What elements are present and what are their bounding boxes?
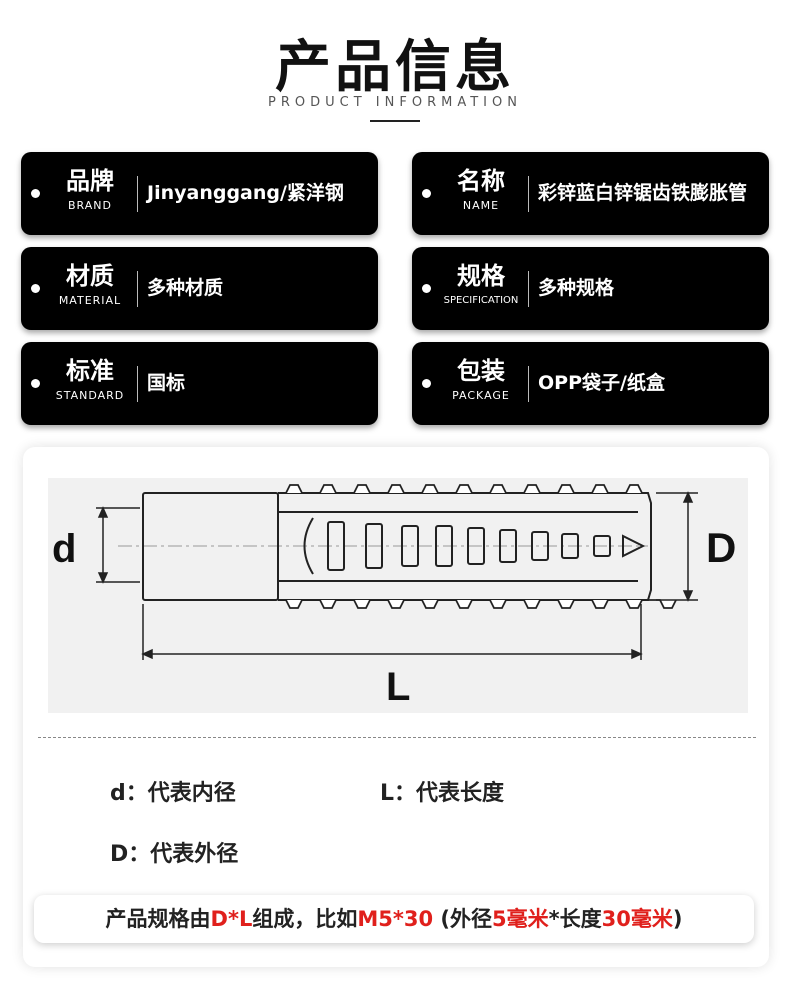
page-subtitle: PRODUCT INFORMATION <box>268 95 522 110</box>
bullet-dot-icon <box>31 379 40 388</box>
name-card: 名称 NAME 彩锌蓝白锌锯齿铁膨胀管 <box>412 152 769 235</box>
note-text: *长度 <box>548 907 602 931</box>
card-divider <box>528 366 529 402</box>
card-divider <box>137 271 138 307</box>
spec-note: 产品规格由D*L组成，比如M5*30 (外径5毫米*长度30毫米) <box>34 895 754 943</box>
title-underline <box>370 120 420 122</box>
card-value: 彩锌蓝白锌锯齿铁膨胀管 <box>538 182 748 204</box>
D-label: D <box>706 524 736 571</box>
page-title: 产品信息 <box>275 35 515 100</box>
card-divider <box>528 176 529 212</box>
card-label-cn: 标准 <box>66 357 114 385</box>
L-label: L <box>386 665 410 709</box>
legend-d: d：代表内径 <box>110 781 236 806</box>
diagram-background <box>48 478 748 713</box>
card-label-en: MATERIAL <box>58 294 122 307</box>
bullet-dot-icon <box>31 189 40 198</box>
card-label-cn: 规格 <box>457 262 505 290</box>
card-value: OPP袋子/纸盒 <box>538 372 665 394</box>
package-card: 包装 PACKAGE OPP袋子/纸盒 <box>412 342 769 425</box>
bullet-dot-icon <box>422 189 431 198</box>
material-card: 材质 MATERIAL 多种材质 <box>21 247 378 330</box>
card-value: 国标 <box>147 372 186 394</box>
brand-card: 品牌 BRAND Jinyanggang/紧洋钢 <box>21 152 378 235</box>
D-dimension <box>656 491 698 602</box>
anchor-slots <box>327 521 646 571</box>
bullet-dot-icon <box>31 284 40 293</box>
note-text: ) <box>672 907 683 931</box>
card-label-en: STANDARD <box>55 389 125 402</box>
card-label-en: SPECIFICATION <box>443 295 519 306</box>
note-text: (外径 <box>433 907 492 931</box>
standard-card: 标准 STANDARD 国标 <box>21 342 378 425</box>
card-label-en: NAME <box>462 199 500 212</box>
card-value: 多种规格 <box>538 277 615 299</box>
d-dimension <box>96 506 140 584</box>
note-highlight: M5*30 <box>357 907 434 931</box>
card-label-cn: 包装 <box>457 357 505 385</box>
d-label: d <box>52 527 76 571</box>
anchor-dimension-diagram: d D L <box>48 478 748 713</box>
L-dimension <box>141 604 643 660</box>
card-divider <box>528 271 529 307</box>
card-label-en: PACKAGE <box>452 389 510 402</box>
note-text: 产品规格由 <box>105 907 211 931</box>
legend-L: L：代表长度 <box>380 781 505 806</box>
card-divider <box>137 176 138 212</box>
bullet-dot-icon <box>422 284 431 293</box>
note-highlight: D*L <box>210 907 253 931</box>
note-text: 组成，比如 <box>252 907 358 931</box>
dashed-divider <box>38 737 756 738</box>
card-divider <box>137 366 138 402</box>
card-label-cn: 材质 <box>66 262 114 290</box>
card-label-en: BRAND <box>68 199 112 212</box>
specification-card: 规格 SPECIFICATION 多种规格 <box>412 247 769 330</box>
note-highlight: 30毫米 <box>601 907 673 931</box>
bullet-dot-icon <box>422 379 431 388</box>
anchor-teeth <box>278 484 677 609</box>
legend-D: D：代表外径 <box>110 842 239 867</box>
card-label-cn: 品牌 <box>66 167 114 195</box>
card-label-cn: 名称 <box>457 167 505 195</box>
note-highlight: 5毫米 <box>491 907 549 931</box>
card-value: 多种材质 <box>147 277 224 299</box>
card-value: Jinyanggang/紧洋钢 <box>147 182 344 204</box>
